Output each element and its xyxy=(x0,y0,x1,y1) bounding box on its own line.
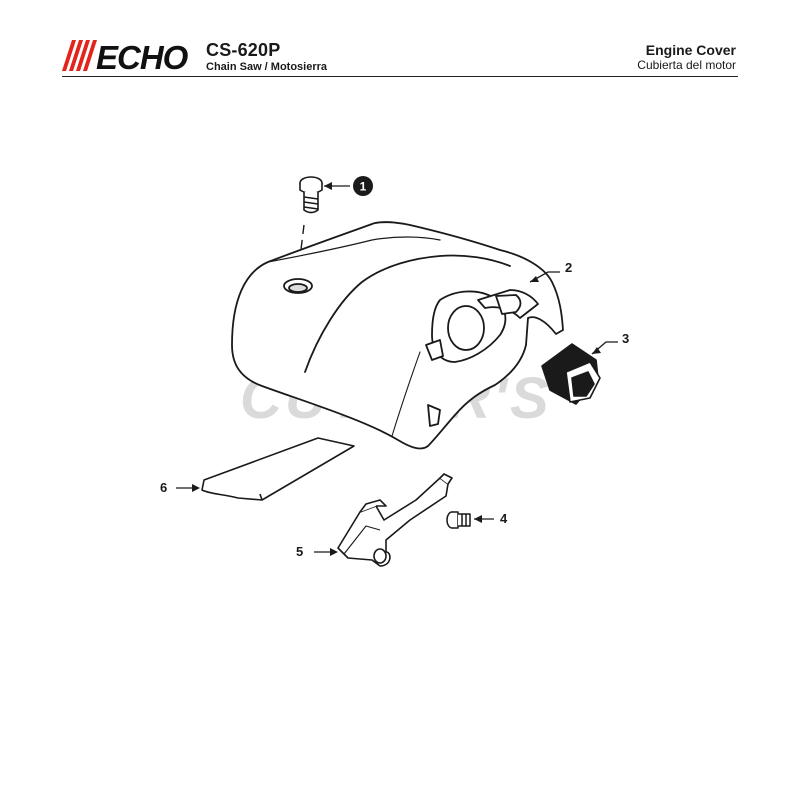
callout-number: 5 xyxy=(296,544,303,559)
product-line: Chain Saw / Motosierra xyxy=(206,61,328,73)
callout-number: 3 xyxy=(622,331,629,346)
section-title: Engine Cover xyxy=(645,42,736,58)
section-block: Engine Cover Cubierta del motor xyxy=(637,42,736,72)
part-2-engine-cover xyxy=(231,221,564,450)
echo-logo: ECHO xyxy=(62,40,190,72)
callout-3: 3 xyxy=(591,331,629,355)
part-4-screw xyxy=(446,511,471,529)
callout-number: 4 xyxy=(500,511,508,526)
callout-number: 6 xyxy=(160,480,167,495)
callout-2: 2 xyxy=(529,260,572,283)
callout-4: 4 xyxy=(474,511,508,526)
part-5-bracket xyxy=(337,473,453,567)
section-subtitle: Cubierta del motor xyxy=(637,58,736,72)
model-title: CS-620P xyxy=(206,40,281,60)
model-block: CS-620P Chain Saw / Motosierra xyxy=(206,41,327,74)
logo-speed-lines xyxy=(62,40,97,71)
part-3-grommet xyxy=(541,343,601,405)
part-6-pad xyxy=(201,437,355,501)
part-1-screw xyxy=(299,176,323,214)
page-header: ECHO CS-620P Chain Saw / Motosierra Engi… xyxy=(0,0,800,80)
callout-5: 5 xyxy=(296,544,338,559)
callout-number: 2 xyxy=(565,260,572,275)
callout-6: 6 xyxy=(160,480,200,495)
callout-number: 1 xyxy=(360,180,367,194)
callout-1: 1 xyxy=(324,176,373,196)
logo-wordmark: ECHO xyxy=(96,40,189,72)
header-divider xyxy=(62,76,738,77)
